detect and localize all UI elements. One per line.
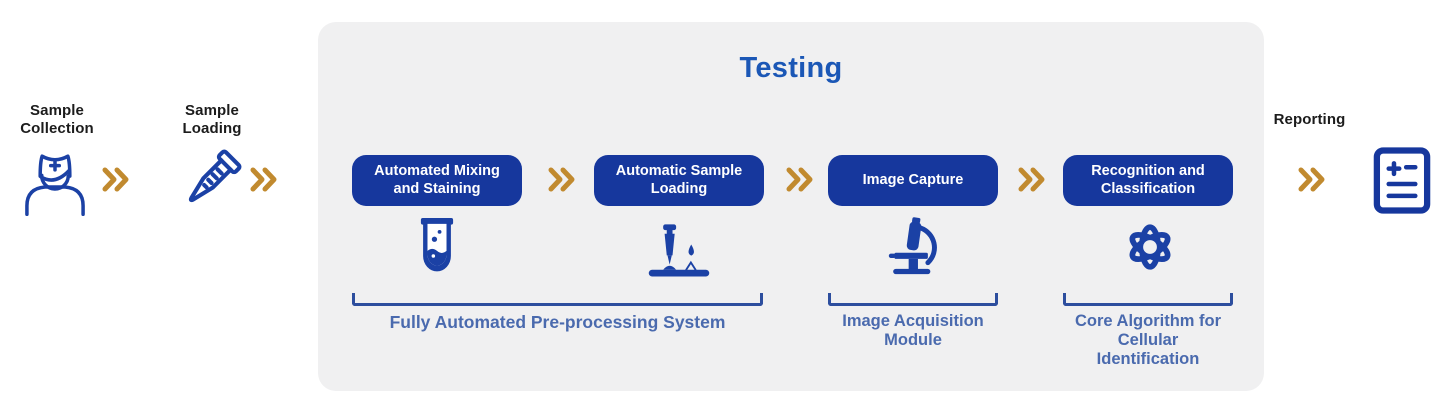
step-label-sample-loading: Sample Loading (182, 102, 242, 137)
step-label-reporting: Reporting (1273, 111, 1346, 128)
double-chevron-icon (248, 166, 280, 193)
double-chevron-icon (1016, 166, 1048, 193)
step-pill-automatic-sample-loading: Automatic Sample Loading (594, 155, 764, 206)
pipette-icon (643, 222, 715, 285)
bracket-core-algorithm (1063, 293, 1233, 306)
testing-panel-title: Testing (739, 52, 843, 84)
bracket-image-acquisition (828, 293, 998, 306)
report-icon (1372, 147, 1432, 219)
double-chevron-icon (546, 166, 578, 193)
group-label-preprocessing: Fully Automated Pre-processing System (389, 312, 726, 332)
microscope-icon (882, 216, 944, 287)
step-pill-automated-mixing-staining: Automated Mixing and Staining (352, 155, 522, 206)
step-label-sample-collection: Sample Collection (20, 102, 94, 137)
bracket-preprocessing (352, 293, 763, 306)
testing-panel: Testing Automated Mixing and Staining Au… (318, 22, 1264, 391)
nurse-icon (16, 144, 94, 221)
double-chevron-icon (100, 166, 132, 193)
double-chevron-icon (784, 166, 816, 193)
sample-tube-icon (166, 142, 250, 229)
group-label-image-acquisition: Image Acquisition Module (842, 312, 984, 350)
step-pill-image-capture: Image Capture (828, 155, 998, 206)
group-label-core-algorithm: Core Algorithm for Cellular Identificati… (1074, 312, 1222, 369)
atom-icon (1120, 216, 1180, 283)
test-tube-icon (415, 218, 459, 283)
double-chevron-icon (1296, 166, 1328, 193)
step-pill-recognition-classification: Recognition and Classification (1063, 155, 1233, 206)
